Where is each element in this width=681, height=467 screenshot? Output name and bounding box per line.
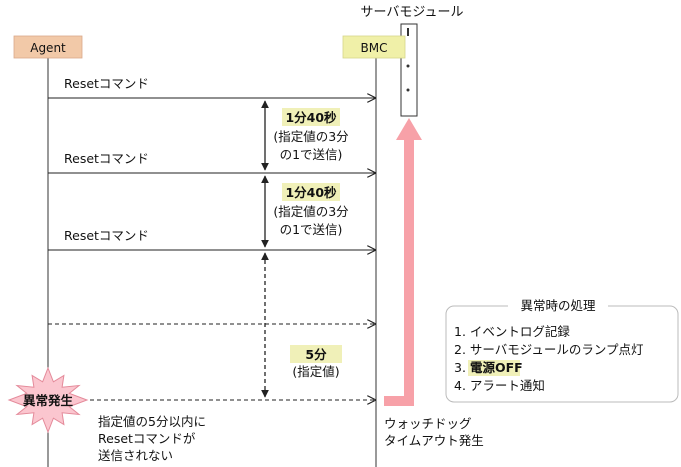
handling-item-2: 2. サーバモジュールのランプ点灯	[454, 342, 644, 357]
agent-box: Agent	[13, 35, 83, 59]
interval3-note: (指定値)	[292, 364, 339, 379]
message-label-1: Resetコマンド	[64, 76, 149, 91]
error-note-line2: Resetコマンドが	[98, 431, 196, 446]
agent-label: Agent	[30, 41, 66, 55]
handling-item-1: 1. イベントログ記録	[454, 324, 570, 339]
interval1-note-line1: (指定値の3分	[273, 129, 348, 144]
bmc-label: BMC	[361, 41, 388, 55]
interval2-note-line2: の1で送信)	[280, 222, 343, 237]
interval3-time: 5分	[305, 347, 327, 362]
server-module-label: サーバモジュール	[361, 5, 464, 20]
watchdog-line2: タイムアウト発生	[384, 433, 484, 448]
handling-title: 異常時の処理	[520, 298, 596, 313]
error-burst-icon	[7, 366, 89, 434]
interval1-time-highlight	[282, 108, 340, 126]
interval2-time: 1分40秒	[285, 185, 337, 200]
error-note-line3: 送信されない	[98, 448, 173, 463]
error-burst-label: 異常発生	[23, 393, 74, 408]
message-label-2: Resetコマンド	[64, 151, 149, 166]
error-note-line1: 指定値の5分以内に	[98, 414, 206, 429]
interval1-time: 1分40秒	[285, 110, 337, 125]
interval2-note-line1: (指定値の3分	[273, 204, 348, 219]
handling-box: 異常時の処理 1. イベントログ記録 2. サーバモジュールのランプ点灯 3. …	[445, 298, 679, 403]
handling-item-4: 4. アラート通知	[454, 378, 545, 393]
watchdog-signal-arrow	[384, 118, 422, 406]
handling-item-3: 3.	[454, 360, 466, 375]
message-label-3: Resetコマンド	[64, 228, 149, 243]
bmc-box: BMC	[342, 35, 406, 59]
interval3-time-highlight	[290, 345, 342, 363]
handling-item-3-highlight	[468, 360, 520, 376]
interval2-time-highlight	[282, 183, 340, 201]
watchdog-line1: ウォッチドッグ	[384, 416, 472, 431]
handling-item-3-power-off: 電源OFF	[470, 360, 523, 375]
interval1-note-line2: の1で送信)	[280, 147, 343, 162]
